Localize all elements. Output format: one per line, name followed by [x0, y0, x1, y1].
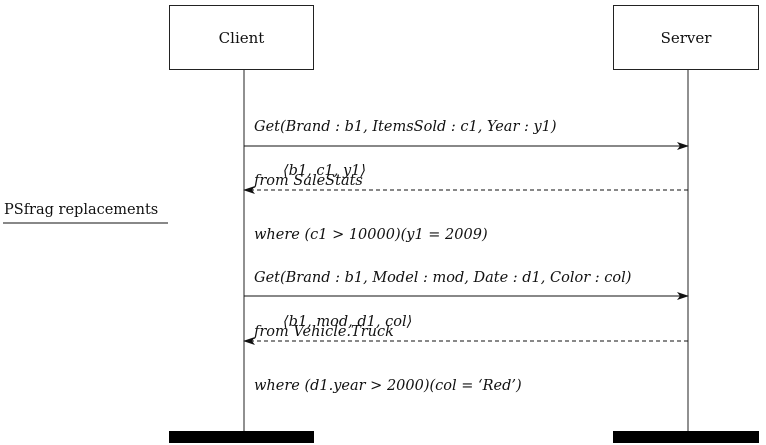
response-1-label: ⟨b1, c1, y1⟩	[283, 163, 367, 179]
client-end-bar	[169, 431, 314, 443]
response-2-label: ⟨b1, mod, d1, col⟩	[283, 314, 413, 330]
request-2-line-2: from Vehicle.Truck	[254, 324, 394, 340]
request-2: Get(Brand : b1, Model : mod, Date : d1, …	[254, 233, 631, 413]
request-1: Get(Brand : b1, ItemsSold : c1, Year : y…	[254, 82, 557, 262]
request-1-line-2: from SaleStats	[254, 173, 363, 189]
request-2-line-3: where (d1.year > 2000)(col = ‘Red’)	[254, 378, 522, 394]
psfrag-label: PSfrag replacements	[4, 202, 159, 218]
client-label: Client	[218, 28, 265, 47]
server-label: Server	[660, 28, 712, 47]
server-end-bar	[613, 431, 759, 443]
client-box: Client	[169, 5, 314, 70]
request-2-line-1: Get(Brand : b1, Model : mod, Date : d1, …	[254, 270, 632, 286]
request-1-line-3: where (c1 > 10000)(y1 = 2009)	[254, 227, 488, 243]
server-box: Server	[613, 5, 759, 70]
request-1-line-1: Get(Brand : b1, ItemsSold : c1, Year : y…	[254, 119, 557, 135]
